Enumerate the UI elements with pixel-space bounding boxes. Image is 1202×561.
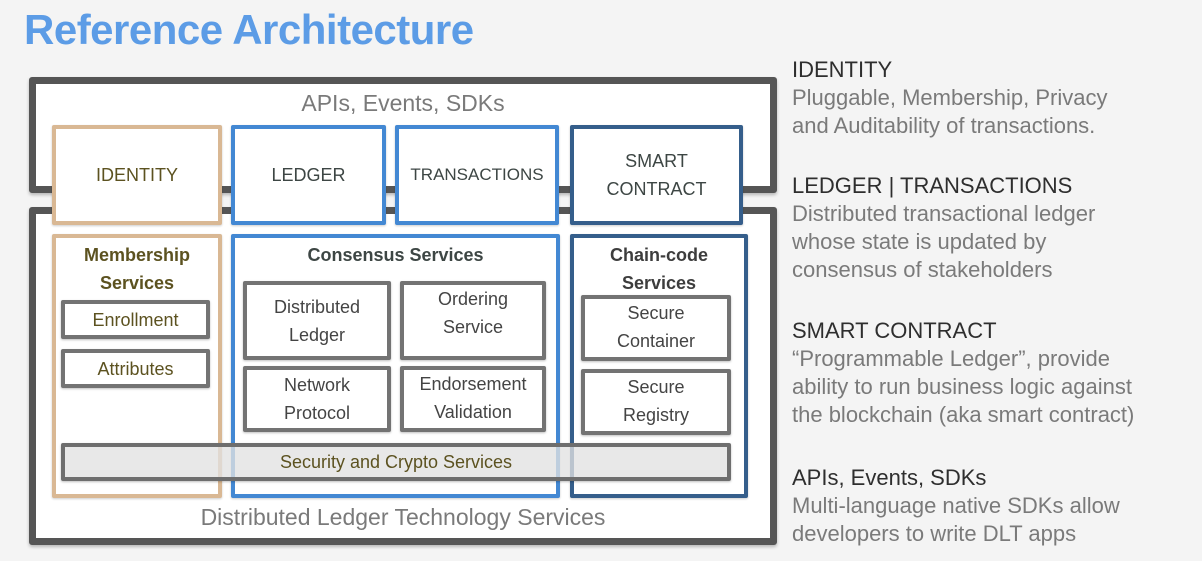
endorsement-validation-box: Endorsement Validation	[400, 366, 546, 432]
secure-registry-line2: Registry	[622, 405, 689, 425]
description-heading: SMART CONTRACT	[792, 318, 997, 343]
description-heading: IDENTITY	[792, 57, 893, 82]
secure-container-line2: Container	[616, 331, 696, 351]
transactions-box: TRANSACTIONS	[395, 125, 559, 225]
chaincode-services-title: Chain-code Services	[570, 241, 748, 297]
smart-contract-label-line1: SMART	[625, 151, 688, 171]
description-line: whose state is updated by	[792, 229, 1047, 254]
transactions-box-label: TRANSACTIONS	[410, 165, 544, 184]
enrollment-label: Enrollment	[92, 309, 179, 330]
network-protocol-line1: Network	[283, 375, 350, 395]
description-line: Distributed transactional ledger	[792, 201, 1096, 226]
dlt-services-label: Distributed Ledger Technology Services	[200, 504, 606, 530]
distributed-ledger-box: Distributed Ledger	[243, 281, 391, 360]
page-title: Reference Architecture	[24, 6, 474, 53]
identity-box: IDENTITY	[52, 125, 222, 225]
attributes-label: Attributes	[97, 358, 174, 379]
description-line: consensus of stakeholders	[792, 257, 1053, 282]
description-apis: APIs, Events, SDKs Multi-language native…	[792, 464, 1192, 548]
secure-container-line1: Secure	[627, 303, 685, 323]
smart-contract-box: SMART CONTRACT	[570, 125, 743, 225]
membership-title-line1: Membership	[83, 245, 191, 265]
description-line: and Auditability of transactions.	[792, 113, 1096, 138]
description-line: “Programmable Ledger”, provide	[792, 346, 1110, 371]
endorsement-validation-line1: Endorsement	[419, 374, 527, 394]
ordering-service-line2: Service	[442, 317, 504, 337]
description-line: developers to write DLT apps	[792, 521, 1077, 546]
membership-services-title: Membership Services	[52, 241, 222, 297]
identity-box-label: IDENTITY	[95, 165, 178, 185]
secure-registry-box: Secure Registry	[581, 369, 731, 435]
description-line: the blockchain (aka smart contract)	[792, 402, 1135, 427]
chaincode-title-line2: Services	[621, 273, 697, 293]
consensus-services-title: Consensus Services	[307, 245, 484, 265]
description-smart-contract: SMART CONTRACT “Programmable Ledger”, pr…	[792, 317, 1192, 429]
enrollment-box: Enrollment	[61, 300, 210, 339]
description-line: Multi-language native SDKs allow	[792, 493, 1120, 518]
secure-container-box: Secure Container	[581, 295, 731, 361]
description-line: Pluggable, Membership, Privacy	[792, 85, 1108, 110]
ordering-service-line1: Ordering	[437, 289, 509, 309]
network-protocol-box: Network Protocol	[243, 366, 391, 432]
description-line: ability to run business logic against	[792, 374, 1132, 399]
distributed-ledger-line2: Ledger	[288, 324, 346, 345]
api-layer-label: APIs, Events, SDKs	[301, 90, 505, 116]
chaincode-title-line1: Chain-code	[609, 245, 708, 265]
description-heading: APIs, Events, SDKs	[792, 465, 987, 490]
ledger-box: LEDGER	[231, 125, 386, 225]
network-protocol-line2: Protocol	[283, 403, 351, 423]
ordering-service-box: Ordering Service	[400, 281, 546, 360]
ledger-box-label: LEDGER	[271, 165, 346, 185]
description-ledger-transactions: LEDGER | TRANSACTIONS Distributed transa…	[792, 172, 1192, 284]
attributes-box: Attributes	[61, 349, 210, 388]
smart-contract-label-line2: CONTRACT	[606, 179, 707, 199]
description-identity: IDENTITY Pluggable, Membership, Privacy …	[792, 56, 1192, 140]
description-heading: LEDGER | TRANSACTIONS	[792, 173, 1073, 198]
security-crypto-label: Security and Crypto Services	[279, 451, 513, 472]
secure-registry-line1: Secure	[627, 377, 685, 397]
security-crypto-bar: Security and Crypto Services	[61, 443, 731, 481]
endorsement-validation-line2: Validation	[434, 402, 512, 422]
distributed-ledger-line1: Distributed	[273, 296, 361, 317]
membership-title-line2: Services	[99, 273, 175, 293]
